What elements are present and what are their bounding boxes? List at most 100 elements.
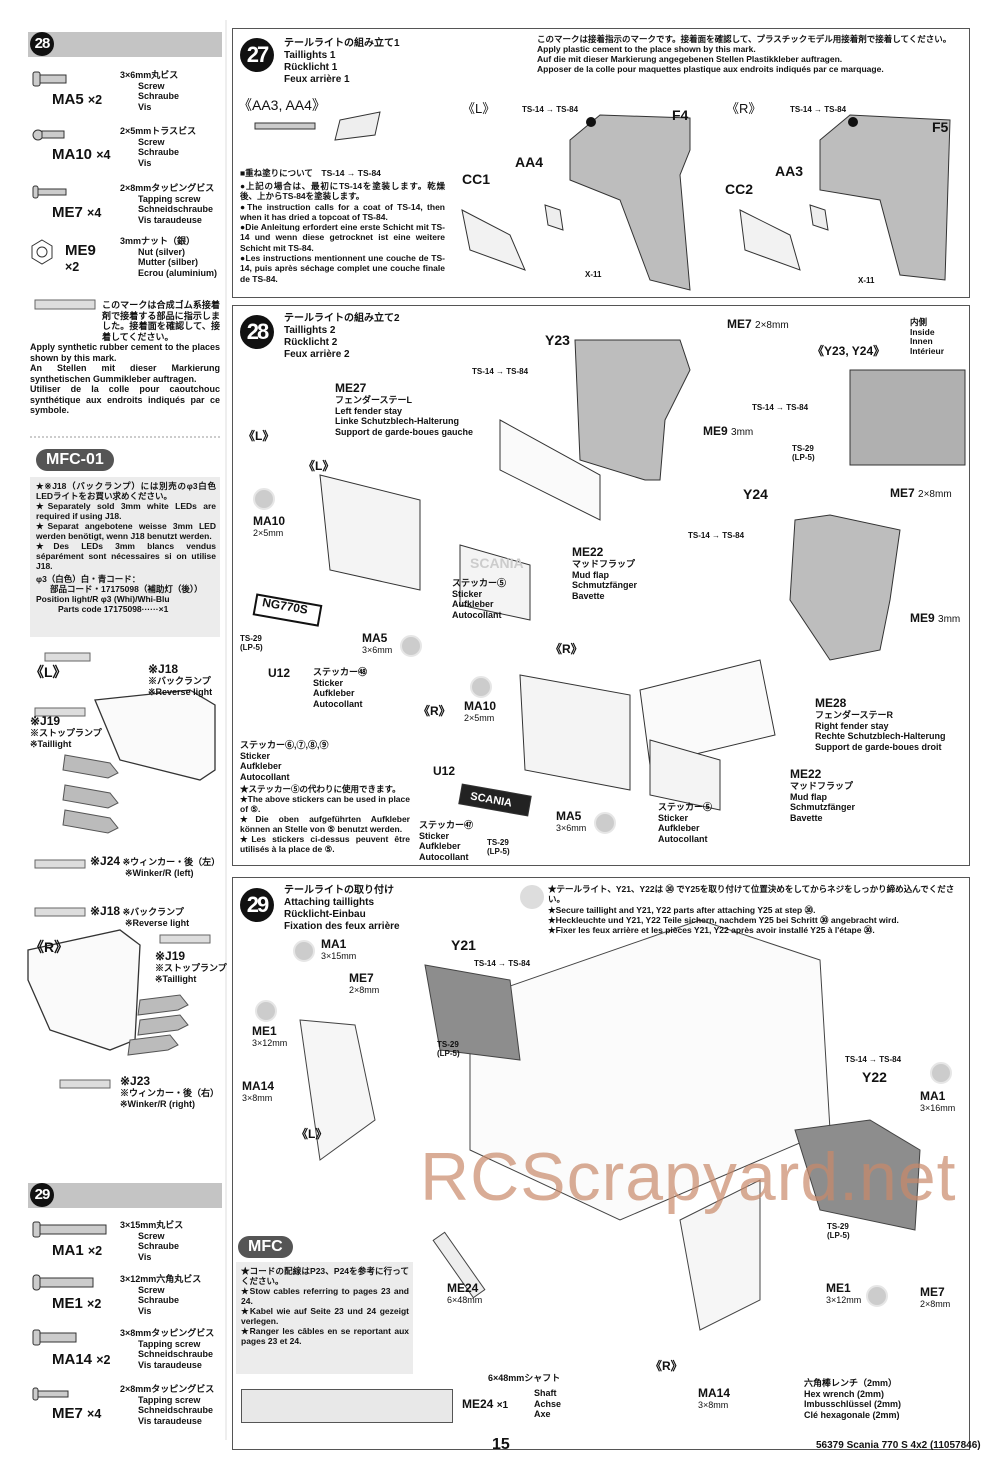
part-desc-me9: 3mmナット（銀）Nut (silver)Mutter (silber)Ecro…	[120, 236, 218, 278]
ag-mark	[594, 812, 616, 834]
paint-x11: X-11	[858, 276, 875, 285]
light-bracket-drawings	[27, 689, 216, 1051]
step-29-parts-header	[28, 1183, 222, 1208]
me24-part-code: ME24 ×1	[462, 1397, 509, 1412]
ts29-callout: TS-29(LP-5)	[827, 1222, 850, 1240]
j23-label: ※J23※ウィンカー・後（右）※Winker/R (right)	[120, 1074, 220, 1109]
ag-mark	[866, 1285, 888, 1307]
paint-callout: TS-14 → TS-84	[790, 105, 847, 114]
me7-callout: ME7 2×8mm	[890, 486, 952, 501]
paint-dot	[586, 117, 596, 127]
side-label-right: 《R》	[30, 939, 69, 955]
ts29-callout: TS-29(LP-5)	[792, 444, 815, 462]
part-u12: U12	[433, 764, 456, 778]
step-28-number: 28	[30, 32, 54, 56]
part-code-me9: ME9×2	[65, 242, 96, 275]
step-28-number: 28	[240, 315, 274, 349]
cement-tube-icons	[34, 299, 211, 1089]
part-cc2: CC2	[725, 181, 754, 197]
part-code-me1: ME1 ×2	[52, 1295, 102, 1312]
ts29-callout: TS-29(LP-5)	[487, 838, 510, 856]
paint-callout: TS-14 → TS-84	[472, 367, 529, 376]
y23-y24-label: 《Y23, Y24》	[812, 344, 886, 358]
mfc-note-box	[236, 1262, 413, 1374]
j18-left-label: ※J18※バックランプ※Reverse light	[148, 662, 213, 697]
ag-mark	[253, 488, 275, 510]
grey-marker-circle	[520, 885, 544, 909]
watermark: RCScrapyard.net	[420, 1139, 957, 1215]
step-29-panel	[232, 877, 970, 1450]
product-code: 56379 Scania 770 S 4x2 (11057846)	[816, 1440, 981, 1451]
ts29-callout: TS-29(LP-5)	[437, 1040, 460, 1058]
sticker-alt-note: ★ステッカー⑤の代わりに使用できます。★The above stickers c…	[240, 784, 410, 854]
part-code-me7-29: ME7 ×4	[52, 1405, 102, 1422]
shaft-part-box	[241, 1389, 453, 1423]
part-y23: Y23	[545, 332, 570, 348]
aa3-aa4-label: 《AA3, AA4》	[238, 97, 326, 113]
side-r-28: 《R》	[550, 642, 583, 656]
ag-mark	[930, 1062, 952, 1084]
paint-layering-note: ●上記の場合は、最初にTS-14を塗装します。乾燥後、上からTS-84を塗装しま…	[240, 181, 445, 284]
side-l-27: 《L》	[462, 101, 496, 116]
step-27-panel	[232, 28, 970, 298]
part-y24: Y24	[743, 486, 768, 502]
me9-callout: ME9 3mm	[910, 611, 961, 626]
paint-layering-heading: ■重ね塗りについて TS-14 → TS-84	[240, 168, 381, 178]
screw-icons	[31, 71, 107, 1401]
part-f4: F4	[672, 107, 689, 123]
hex-wrench-label: 六角棒レンチ（2mm）Hex wrench (2mm)Imbusschlüsse…	[804, 1378, 902, 1420]
part-u12: U12	[268, 666, 291, 680]
step-29-note: ★テールライト、Y21、Y22は ㉚ でY25を取り付けて位置決めをしてからネジ…	[548, 884, 955, 936]
step-29-part-drawings	[299, 919, 921, 1331]
part-y21: Y21	[451, 937, 476, 953]
part-code-ma14: MA14 ×2	[52, 1351, 111, 1368]
side-l-28b: 《L》	[303, 459, 335, 473]
plastic-cement-note: このマークは接着指示のマークです。接着面を確認して、プラスチックモデル用接着剤で…	[537, 34, 952, 74]
mfc-note: ★コードの配線はP23、P24を参考に行ってください。★Stow cables …	[241, 1266, 409, 1346]
paint-callout: TS-14 → TS-84	[752, 403, 809, 412]
paint-callout: TS-14 → TS-84	[688, 531, 745, 540]
j24-label: ※J24 ※ウィンカー・後（左）※Winker/R (left)	[90, 854, 221, 879]
paint-dot	[848, 117, 858, 127]
side-r-29: 《R》	[650, 1359, 683, 1373]
part-code-me7: ME7 ×4	[52, 204, 102, 221]
paint-callout: TS-14 → TS-84	[474, 959, 531, 968]
part-code-ma1: MA1 ×2	[52, 1242, 103, 1259]
mfc-badge: MFC	[238, 1236, 293, 1258]
side-r-28b: 《R》	[418, 704, 451, 718]
part-aa3: AA3	[775, 163, 804, 179]
ag-mark	[470, 676, 492, 698]
ts29-callout: TS-29(LP-5)	[240, 634, 263, 652]
part-f5: F5	[932, 119, 949, 135]
step-27-number: 27	[240, 38, 274, 72]
mfc-01-note: ★※J18（バックランプ）には別売のφ3白色LEDライトをお買い求めください。★…	[36, 481, 216, 614]
paint-callout: TS-14 → TS-84	[522, 105, 579, 114]
cement-note: このマークは合成ゴム系接着剤で接着する部品に指示しました。接着面を確認して、接着…	[30, 300, 220, 415]
ag-mark	[293, 940, 315, 962]
step-29-number: 29	[30, 1183, 54, 1207]
step-28-panel	[232, 305, 970, 866]
me9-callout: ME9 3mm	[703, 424, 754, 439]
